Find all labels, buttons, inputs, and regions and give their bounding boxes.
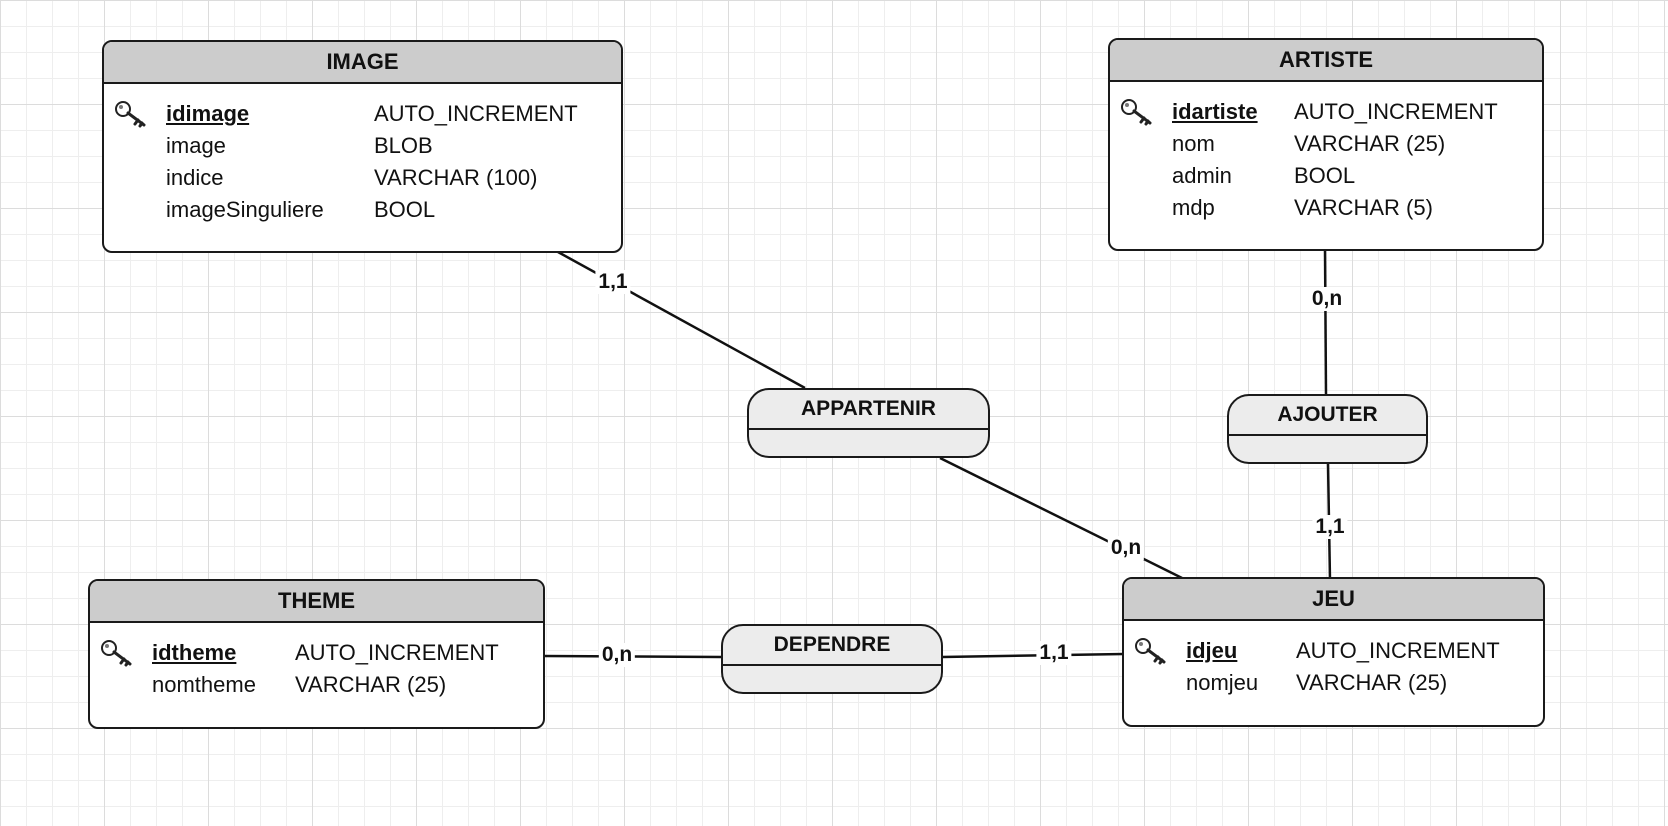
key-icon — [114, 100, 148, 128]
relation-ajouter[interactable]: AJOUTER — [1227, 394, 1428, 464]
attribute-type: VARCHAR (5) — [1294, 195, 1433, 220]
attribute-row: mdp VARCHAR (5) — [1110, 192, 1542, 224]
attribute-type: BOOL — [1294, 163, 1356, 188]
attribute-name: nom — [1172, 131, 1215, 156]
attribute-row: indice VARCHAR (100) — [104, 162, 621, 194]
attribute-type: BOOL — [374, 197, 436, 222]
attribute-name: idimage — [166, 101, 250, 126]
attribute-name: nomtheme — [152, 672, 256, 697]
attribute-type: VARCHAR (25) — [1294, 131, 1446, 156]
key-icon — [1134, 637, 1168, 665]
attribute-type: VARCHAR (25) — [1296, 670, 1448, 695]
attribute-type: VARCHAR (100) — [374, 165, 538, 190]
entity-theme[interactable]: THEME idtheme AUTO_INCREMENT nomtheme VA… — [88, 579, 545, 729]
attribute-row: idtheme AUTO_INCREMENT — [90, 637, 543, 669]
attribute-row: admin BOOL — [1110, 160, 1542, 192]
attribute-type: AUTO_INCREMENT — [295, 640, 499, 665]
attribute-name: idjeu — [1186, 638, 1238, 663]
attribute-type: AUTO_INCREMENT — [374, 101, 578, 126]
attribute-row: imageSinguliere BOOL — [104, 194, 621, 226]
attribute-name: nomjeu — [1186, 670, 1259, 695]
attribute-name: imageSinguliere — [166, 197, 324, 222]
cardinality-jeu-ajouter: 1,1 — [1312, 515, 1348, 539]
attribute-type: AUTO_INCREMENT — [1296, 638, 1500, 663]
attribute-row: image BLOB — [104, 130, 621, 162]
relation-title: DEPENDRE — [723, 626, 941, 666]
link-appartenir-jeu — [939, 456, 1183, 580]
attribute-name: idartiste — [1172, 99, 1258, 124]
relation-title: AJOUTER — [1229, 396, 1426, 436]
attribute-row: nom VARCHAR (25) — [1110, 128, 1542, 160]
entity-jeu[interactable]: JEU idjeu AUTO_INCREMENT nomjeu VARCHAR … — [1122, 577, 1545, 727]
attribute-row: idjeu AUTO_INCREMENT — [1124, 635, 1543, 667]
entity-artiste[interactable]: ARTISTE idartiste AUTO_INCREMENT nom VAR… — [1108, 38, 1544, 251]
cardinality-jeu-appartenir: 0,n — [1107, 536, 1145, 560]
attribute-name: mdp — [1172, 195, 1215, 220]
attribute-row: idartiste AUTO_INCREMENT — [1110, 96, 1542, 128]
attribute-name: admin — [1172, 163, 1232, 188]
entity-title: JEU — [1124, 579, 1543, 621]
attribute-type: BLOB — [374, 133, 433, 158]
attribute-type: VARCHAR (25) — [295, 672, 447, 697]
cardinality-artiste-ajouter: 0,n — [1308, 287, 1346, 311]
cardinality-theme-dependre: 0,n — [598, 643, 636, 667]
attribute-row: nomjeu VARCHAR (25) — [1124, 667, 1543, 699]
relation-appartenir[interactable]: APPARTENIR — [747, 388, 990, 458]
attribute-row: nomtheme VARCHAR (25) — [90, 669, 543, 701]
key-icon — [100, 639, 134, 667]
entity-title: ARTISTE — [1110, 40, 1542, 82]
entity-image[interactable]: IMAGE idimage AUTO_INCREMENT image BLOB … — [102, 40, 623, 253]
cardinality-jeu-dependre: 1,1 — [1036, 641, 1072, 665]
key-icon — [1120, 98, 1154, 126]
cardinality-image-appartenir: 1,1 — [595, 270, 631, 294]
attribute-name: image — [166, 133, 226, 158]
link-artiste-ajouter — [1323, 249, 1328, 396]
entity-title: THEME — [90, 581, 543, 623]
entity-title: IMAGE — [104, 42, 621, 84]
attribute-name: idtheme — [152, 640, 237, 665]
link-dependre-jeu — [941, 652, 1125, 659]
attribute-type: AUTO_INCREMENT — [1294, 99, 1498, 124]
relation-dependre[interactable]: DEPENDRE — [721, 624, 943, 694]
attribute-name: indice — [166, 165, 224, 190]
attribute-row: idimage AUTO_INCREMENT — [104, 98, 621, 130]
relation-title: APPARTENIR — [749, 390, 988, 430]
